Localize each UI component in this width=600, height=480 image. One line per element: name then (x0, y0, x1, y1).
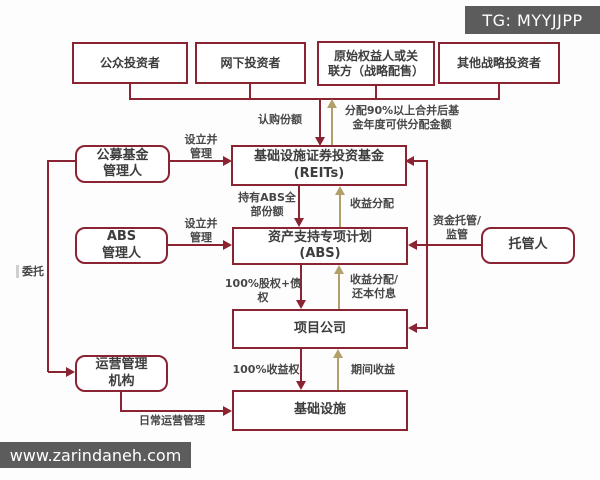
node-abs-plan: 资产支持专项计划 (ABS) (232, 227, 408, 265)
edge-label-income-rights: 100%收益权 (232, 363, 300, 376)
connector-abs-manager-shaft (168, 244, 223, 246)
arrowhead-subscribe-down (315, 137, 325, 146)
edge-label-income-dist-principal-interest: 收益分配/ 还本付息 (349, 273, 399, 301)
connector-original-equity-drop (375, 86, 377, 100)
arrowhead-hold-abs-down (294, 218, 304, 227)
arrowhead-income1-up (335, 186, 345, 195)
connector-subscribe-shaft (319, 99, 321, 137)
node-reits-fund: 基础设施证券投资基金 (REITs) (231, 145, 407, 186)
connector-income2-shaft (338, 274, 340, 309)
connector-offline-investors-drop (249, 84, 251, 100)
arrowhead-period-income-up (333, 349, 343, 358)
watermark-tick (16, 265, 19, 278)
arrowhead-fund-manager-right (223, 156, 232, 166)
edge-label-establish-manage-fund: 设立并 管理 (184, 133, 218, 161)
connector-custodian-top-branch (414, 160, 428, 162)
connector-custodian-bottom-branch (417, 327, 428, 329)
connector-income-rights-shaft (300, 349, 302, 381)
connector-equity-debt-shaft (300, 265, 302, 300)
connector-entrust-vertical (47, 160, 49, 372)
arrowhead-abs-manager-right (223, 240, 232, 250)
node-infrastructure: 基础设施 (232, 390, 408, 431)
arrowhead-equity-debt-down (296, 300, 306, 309)
arrowhead-income2-up (334, 265, 344, 274)
node-operations-manager: 运营管理 机构 (75, 355, 168, 392)
arrowhead-entrust-right (66, 367, 75, 377)
node-other-strategic-investors: 其他战略投资者 (438, 42, 560, 84)
edge-label-income-distribution: 收益分配 (350, 197, 394, 210)
connector-investor-bus (129, 98, 500, 100)
node-public-investors: 公众投资者 (72, 42, 188, 84)
connector-daily-ops-drop (120, 392, 122, 411)
edge-label-hold-all-abs-shares: 持有ABS全 部份额 (238, 191, 296, 219)
node-custodian: 托管人 (481, 227, 575, 264)
edge-label-distribute-90pct: 分配90%以上合并后基 金年度可供分配金额 (344, 104, 460, 132)
arrowhead-custodian-reits-left (405, 156, 414, 166)
node-project-company: 项目公司 (232, 309, 408, 349)
node-original-equity-holders: 原始权益人或关 联方（战略配售） (317, 41, 435, 86)
connector-daily-ops-shaft (120, 410, 223, 412)
edge-label-fund-custody-supervision: 资金托管/ 监管 (432, 214, 482, 242)
connector-custodian-shaft (417, 244, 481, 246)
arrowhead-distribute-up (327, 99, 337, 108)
tg-badge: TG: MYYJJPP (465, 6, 600, 34)
connector-period-income-shaft (337, 358, 339, 390)
edge-label-daily-operations: 日常运营管理 (139, 414, 205, 427)
watermark-bar: www.zarindaneh.com (0, 442, 191, 468)
connector-entrust-top (48, 160, 75, 162)
connector-custodian-vertical (426, 160, 428, 329)
connector-other-strategic-drop (498, 84, 500, 100)
connector-entrust-bottom (48, 371, 66, 373)
edge-label-subscribe-shares: 认购份额 (258, 113, 302, 126)
arrowhead-custodian-project-left (408, 323, 417, 333)
node-public-fund-manager: 公募基金 管理人 (75, 145, 170, 183)
arrowhead-income-rights-down (296, 381, 306, 390)
edge-label-period-income: 期间收益 (351, 363, 395, 376)
edge-label-entrust: 委托 (22, 265, 44, 278)
connector-public-investors-drop (129, 84, 131, 100)
edge-label-equity-plus-debt: 100%股权+债权 (224, 277, 302, 305)
connector-hold-abs-shaft (298, 186, 300, 218)
node-offline-investors: 网下投资者 (195, 42, 306, 84)
node-abs-manager: ABS 管理人 (75, 227, 168, 264)
connector-fund-manager-shaft (170, 160, 223, 162)
arrowhead-daily-ops-right (223, 406, 232, 416)
edge-label-establish-manage-abs: 设立并 管理 (184, 217, 218, 245)
arrowhead-custodian-abs-left (408, 240, 417, 250)
connector-distribute-shaft (331, 108, 333, 145)
connector-income1-shaft (339, 195, 341, 227)
